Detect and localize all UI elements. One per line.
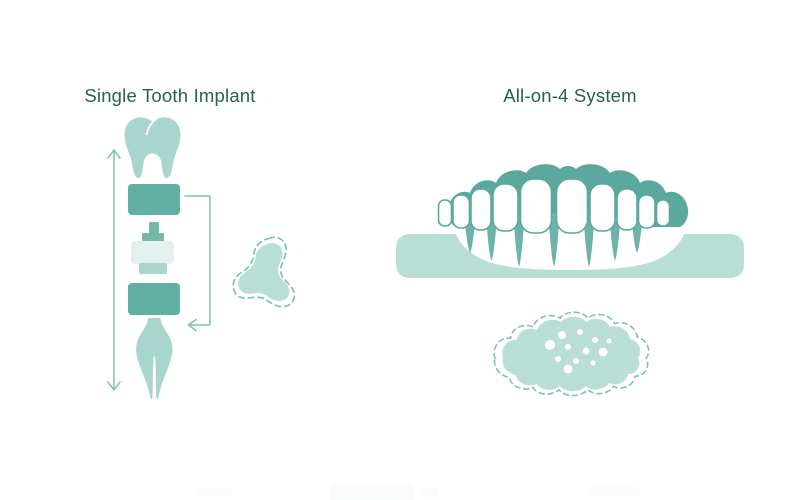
single-tooth-implant-diagram	[107, 117, 296, 400]
height-range-arrow-icon	[107, 149, 121, 391]
denture-teeth	[437, 178, 671, 234]
abutment-screw-icon	[142, 222, 164, 242]
bone-graft-cloud-icon	[493, 311, 650, 397]
graft-granules	[545, 329, 612, 374]
faded-bottom-shape	[330, 484, 414, 500]
bone-graft-blob-icon	[232, 236, 296, 308]
left-panel-title: Single Tooth Implant	[84, 85, 256, 106]
faded-bottom-shape	[196, 488, 232, 496]
tooth-root-icon	[136, 318, 173, 400]
all-on-4-denture-diagram	[396, 164, 744, 397]
implant-length-bracket-icon	[184, 195, 211, 332]
implant-body-block	[128, 283, 180, 315]
tooth-crown-icon	[124, 117, 181, 179]
faded-bottom-shape	[588, 487, 640, 496]
abutment-icon	[131, 241, 174, 274]
right-panel-title: All-on-4 System	[503, 85, 637, 106]
crown-base-block	[128, 184, 180, 215]
faded-bottom-shape	[420, 488, 438, 497]
